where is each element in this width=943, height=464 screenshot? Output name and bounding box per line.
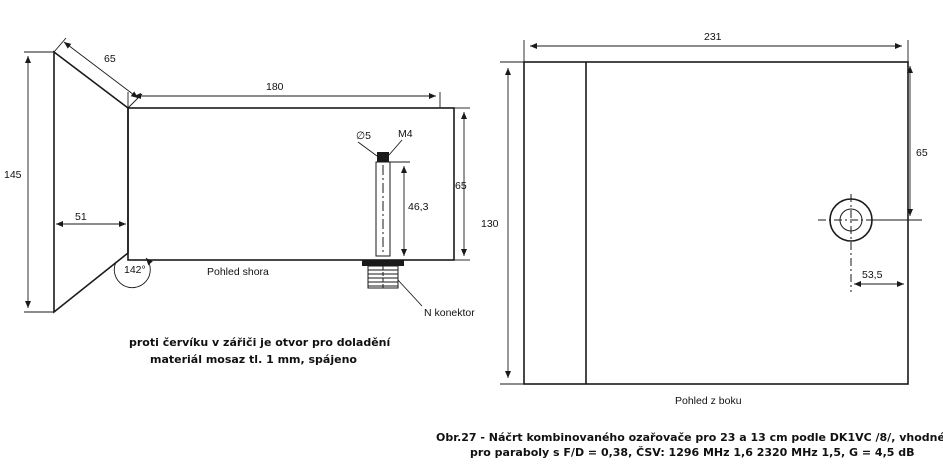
n-connector: N konektor — [362, 260, 475, 319]
side-view: 231 130 65 53,5 Pohled z boku — [481, 31, 928, 407]
dim-65-slant-text: 65 — [104, 53, 116, 65]
probe-tip — [377, 152, 389, 162]
dim-side-width: 231 — [523, 31, 909, 62]
dim-46-text: 46,3 — [408, 201, 429, 213]
dim-probe-height: 46,3 — [390, 161, 429, 256]
dim-65-hole-text: 65 — [916, 147, 928, 159]
dim-53-text: 53,5 — [862, 269, 883, 281]
dim-box-length: 180 — [127, 81, 441, 108]
angle-text: 142° — [124, 264, 146, 276]
side-view-label: Pohled z boku — [675, 395, 742, 407]
caption-line-2: pro paraboly s F/D = 0,38, ČSV: 1296 MHz… — [470, 446, 915, 459]
dim-horn-height: 145 — [4, 51, 54, 313]
top-view: 145 65 180 51 65 — [4, 37, 475, 319]
probe: ∅5 M4 — [356, 128, 413, 257]
connector-hole — [818, 194, 884, 292]
caption-line-1: Obr.27 - Náčrt kombinovaného ozařovače p… — [436, 431, 943, 444]
note-block: proti červíku v zářiči je otvor pro dola… — [129, 336, 392, 366]
note-line-2: materiál mosaz tl. 1 mm, spájeno — [150, 353, 357, 366]
side-box — [523, 61, 909, 385]
dim-hole-top: 65 — [874, 66, 928, 221]
note-line-1: proti červíku v zářiči je otvor pro dola… — [129, 336, 392, 349]
top-view-label: Pohled shora — [207, 266, 269, 278]
horn-outline — [53, 50, 129, 314]
dim-hole-right: 53,5 — [854, 269, 909, 384]
connector-label: N konektor — [424, 307, 475, 319]
figure-caption: Obr.27 - Náčrt kombinovaného ozařovače p… — [436, 431, 943, 459]
waveguide-box — [127, 107, 455, 261]
dim-145-text: 145 — [4, 169, 22, 181]
dim-65-box-text: 65 — [455, 180, 467, 192]
probe-diameter-text: ∅5 — [356, 130, 371, 142]
dim-horn-slant: 65 — [53, 37, 143, 109]
dim-51-text: 51 — [75, 211, 87, 223]
dim-130-text: 130 — [481, 218, 499, 230]
dim-box-height: 65 — [454, 107, 470, 261]
angle-marker: 142° — [113, 257, 153, 289]
dim-231-text: 231 — [704, 31, 722, 43]
dim-horn-depth: 51 — [56, 211, 126, 227]
dim-side-height: 130 — [481, 61, 524, 385]
thread-text: M4 — [398, 128, 413, 140]
dim-180-text: 180 — [266, 81, 284, 93]
